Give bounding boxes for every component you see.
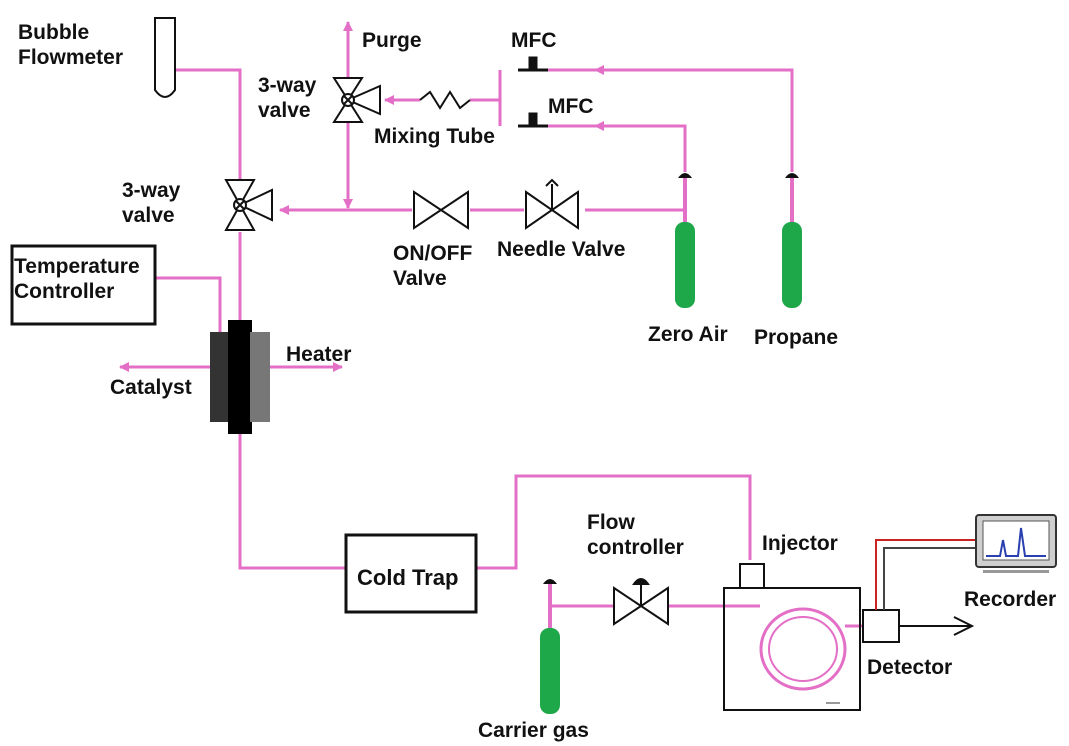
on-off-valve-icon — [413, 190, 469, 230]
oven-mark — [826, 702, 840, 704]
on-off-valve-label: ON/OFF Valve — [393, 242, 473, 290]
mfc-bottom-label: MFC — [548, 95, 594, 118]
tube-coldtrap-to-injector — [476, 474, 752, 570]
propane-cylinder-icon — [782, 173, 802, 308]
oven-coil-outer — [759, 607, 847, 691]
flow-controller-valve-icon — [613, 578, 669, 626]
injector-port — [739, 563, 765, 589]
tube-zeroair-to-mfc — [540, 124, 687, 172]
mixing-tube-icon — [419, 90, 471, 110]
needle-valve-icon — [525, 178, 579, 230]
mfc-top-label: MFC — [511, 29, 557, 52]
zero-air-label: Zero Air — [648, 323, 728, 346]
tube-temp-controller — [156, 276, 222, 340]
bubble-flowmeter-icon — [154, 17, 176, 98]
gc-oven-box — [723, 587, 861, 711]
cold-trap-box — [344, 533, 478, 614]
temperature-controller-label: Temperature Controller — [14, 255, 140, 303]
three-way-valve-left-icon — [224, 179, 273, 231]
tube-mfc-merge — [470, 70, 502, 126]
purge-label: Purge — [362, 29, 422, 52]
recorder-label: Recorder — [964, 588, 1057, 611]
heater-catalyst-icon — [210, 320, 270, 434]
recorder-icon — [975, 514, 1057, 573]
tube-flowmeter-line — [175, 68, 242, 180]
bubble-flowmeter-label: Bubble Flowmeter — [18, 21, 124, 69]
three-way-valve-top-label: 3-way valve — [258, 74, 317, 122]
oven-coil-inner — [768, 616, 838, 682]
zero-air-cylinder-icon — [675, 173, 695, 308]
temperature-controller-box — [10, 244, 157, 326]
propane-label: Propane — [754, 326, 839, 349]
three-way-valve-left-label: 3-way valve — [122, 179, 181, 227]
catalyst-label: Catalyst — [110, 376, 192, 399]
cold-trap-label: Cold Trap — [357, 565, 459, 590]
mfc-top-icon — [518, 56, 548, 72]
flow-controller-label: Flow controller — [587, 511, 684, 559]
signal-wire-dark — [883, 547, 978, 610]
signal-wire-red — [875, 539, 978, 610]
mixing-tube-label: Mixing Tube — [374, 125, 495, 148]
needle-valve-label: Needle Valve — [497, 238, 626, 261]
carrier-gas-label: Carrier gas — [478, 719, 589, 742]
tube-propane-to-mfc — [540, 68, 794, 172]
mfc-bottom-icon — [518, 112, 548, 128]
three-way-valve-top-icon — [332, 77, 381, 123]
injector-label: Injector — [762, 532, 838, 555]
detector-box — [862, 609, 900, 643]
detector-label: Detector — [867, 656, 953, 679]
carrier-gas-cylinder-icon — [540, 579, 560, 714]
heater-label: Heater — [286, 343, 352, 366]
